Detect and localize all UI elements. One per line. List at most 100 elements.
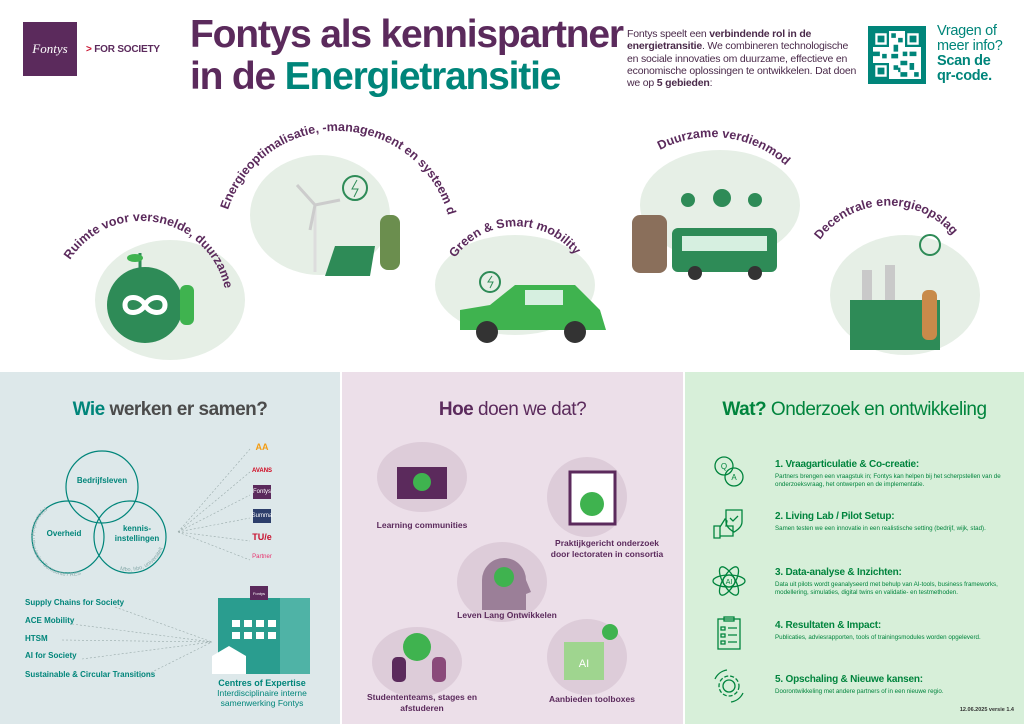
venn-label-kennis: kennis- <box>123 524 151 533</box>
step-title: 3. Data-analyse & Inzichten: <box>775 567 902 578</box>
step-text: Samen testen we een innovatie in een rea… <box>775 525 986 532</box>
step-2: 2. Living Lab / Pilot Setup: Samen testen… <box>775 511 1020 533</box>
venn-label-bedrijfsleven: Bedrijfsleven <box>77 476 127 485</box>
wie-title: Wie werken er samen? <box>0 399 340 421</box>
intro-part: . We combineren technologische en social… <box>627 40 857 90</box>
hoe-panel: Hoe doen we dat? AI Learning communities… <box>340 372 683 724</box>
venn-label-kennis: instellingen <box>115 534 160 543</box>
hoe-item-praktijkgericht-onderzoek: Praktijkgericht onderzoek door lectorate… <box>550 538 664 559</box>
coe-subtitle: samenwerking Fontys <box>220 698 304 708</box>
step-5: 5. Opschaling & Nieuwe kansen: Doorontwik… <box>775 674 1020 696</box>
person-figure <box>180 285 194 325</box>
venn-label-overheid: Overheid <box>47 529 82 538</box>
title-rest: Onderzoek en ontwikkeling <box>766 399 987 420</box>
solar-panel-icon <box>325 246 375 276</box>
overheid-arc-label: Rijksoverheid / Provincie / Gemeente / R… <box>29 505 82 578</box>
building-logo-text: Fontys <box>253 591 265 596</box>
version-label: 12.06.2025 versie 1.4 <box>959 707 1014 713</box>
wat-title: Wat? Onderzoek en ontwikkeling <box>685 399 1024 421</box>
tagline-arrow: > <box>86 44 92 55</box>
step-title: 5. Opschaling & Nieuwe kansen: <box>775 674 923 685</box>
partner-logo: TU/e <box>252 532 272 542</box>
area-label-2: Energieoptimalisatie, -management en sys… <box>0 100 459 216</box>
coe-title: Centres of Expertise <box>218 678 306 688</box>
title-accent: Energietransitie <box>284 55 562 98</box>
page-title: Fontys als kennispartner in de Energietr… <box>190 13 624 98</box>
step-text: Partners brengen een vraagstuk in; Fonty… <box>775 473 1001 488</box>
focus-areas-illustration: Ruimte voor versnelde, duurzame energiet… <box>0 100 980 360</box>
logo-text: Fontys <box>32 41 68 56</box>
step-3: 3. Data-analyse & Inzichten: Data uit pil… <box>775 567 1020 597</box>
step-title: 1. Vraagarticulatie & Co-creatie: <box>775 459 920 470</box>
people-figures <box>632 215 667 273</box>
hoe-item-learning-communities: Learning communities <box>376 520 468 530</box>
person-figure <box>380 215 400 270</box>
intro-bold: 5 gebieden <box>656 77 710 90</box>
svg-text:Q: Q <box>721 462 727 471</box>
coe-item: Sustainable & Circular Transitions <box>25 670 156 679</box>
coe-item: Supply Chains for Society <box>25 598 125 607</box>
qr-code[interactable] <box>868 26 926 84</box>
kennis-arc-label: Mbo, hbo, universiteit <box>120 546 165 573</box>
title-rest: werken er samen? <box>104 399 268 420</box>
area-label-4: Duurzame verdienmodellen <box>0 100 793 168</box>
intro-text: Fontys speelt een verbindende rol in de … <box>627 28 857 89</box>
venn-diagram: Bedrijfsleven Overheid kennis-instelling… <box>29 448 251 578</box>
area-label-5: Decentrale energieopslag <box>811 195 960 242</box>
step-title: 2. Living Lab / Pilot Setup: <box>775 511 895 522</box>
wind-turbine-icon <box>295 183 341 272</box>
gear-cycle-icon <box>714 669 744 703</box>
hoe-item-toolboxes: Aanbieden toolboxes <box>549 694 635 704</box>
svg-text:AI: AI <box>726 579 733 586</box>
head-lifelong-learning-icon <box>482 558 531 610</box>
title-accent: Wat? <box>722 399 767 420</box>
intro-part: Fontys speelt een <box>627 28 710 40</box>
coe-subtitle: Interdisciplinaire interne <box>217 688 307 698</box>
title-accent: Wie <box>72 399 106 420</box>
partner-logo: Summa <box>252 509 272 523</box>
svg-text:A: A <box>731 473 737 482</box>
check-coin-icon <box>681 189 762 207</box>
hoe-illustrations: AI <box>372 442 627 697</box>
tagline-text: FOR SOCIETY <box>94 44 160 55</box>
coe-caption: Centres of Expertise Interdisciplinaire … <box>212 678 312 708</box>
qr-code-icon <box>873 31 921 79</box>
hoe-title: Hoe doen we dat? <box>342 399 683 421</box>
globe-infinity-icon <box>107 253 183 343</box>
step-1: 1. Vraagarticulatie & Co-creatie: Partner… <box>775 459 1020 489</box>
step-text: Doorontwikkeling met andere partners of … <box>775 688 944 695</box>
tagline: > FOR SOCIETY <box>86 44 160 55</box>
coe-item: ACE Mobility <box>25 616 75 625</box>
wie-panel: Wie werken er samen? Bedrijfsleven Overh… <box>0 372 340 724</box>
qa-chat-icon: QA <box>714 456 744 487</box>
laptop-recycle-icon <box>397 467 447 499</box>
partner-logo: AVANS <box>251 468 273 474</box>
svg-text:AI: AI <box>579 658 589 670</box>
thumbs-up-shield-icon <box>713 509 743 539</box>
step-4: 4. Resultaten & Impact: Publicaties, advi… <box>775 620 1020 642</box>
qr-text-bold: qr-code. <box>937 68 992 84</box>
qr-text-line: Vragen of <box>937 23 997 39</box>
intro-bold: verbindende rol in de energietransitie <box>627 28 812 53</box>
lightbulb-team-icon <box>392 633 446 682</box>
step-text: Data uit pilots wordt geanalyseerd met b… <box>775 581 998 596</box>
hoe-item-leven-lang-ontwikkelen: Leven Lang Ontwikkelen <box>457 610 557 620</box>
title-line-1: Fontys als kennispartner <box>190 13 624 56</box>
qr-text-bold: Scan de <box>937 53 991 69</box>
clipboard-checklist-icon <box>717 616 741 650</box>
step-title: 4. Resultaten & Impact: <box>775 620 881 631</box>
ai-atom-icon: AI <box>712 566 746 596</box>
coe-item: AI for Society <box>25 651 77 660</box>
sun-bolt-icon <box>342 175 368 201</box>
building-icon: Fontys <box>212 586 310 674</box>
step-text: Publicaties, adviesrapporten, tools of t… <box>775 634 981 641</box>
coe-item: HTSM <box>25 634 48 643</box>
partner-logo: Fontys <box>253 485 271 499</box>
qr-text-line: meer info? <box>937 38 1003 54</box>
charging-bolt-icon <box>479 271 501 293</box>
title-line-2-prefix: in de <box>190 55 276 98</box>
hoe-item-studententeams: Studententeams, stages en afstuderen <box>366 692 478 713</box>
title-accent: Hoe <box>438 399 474 420</box>
